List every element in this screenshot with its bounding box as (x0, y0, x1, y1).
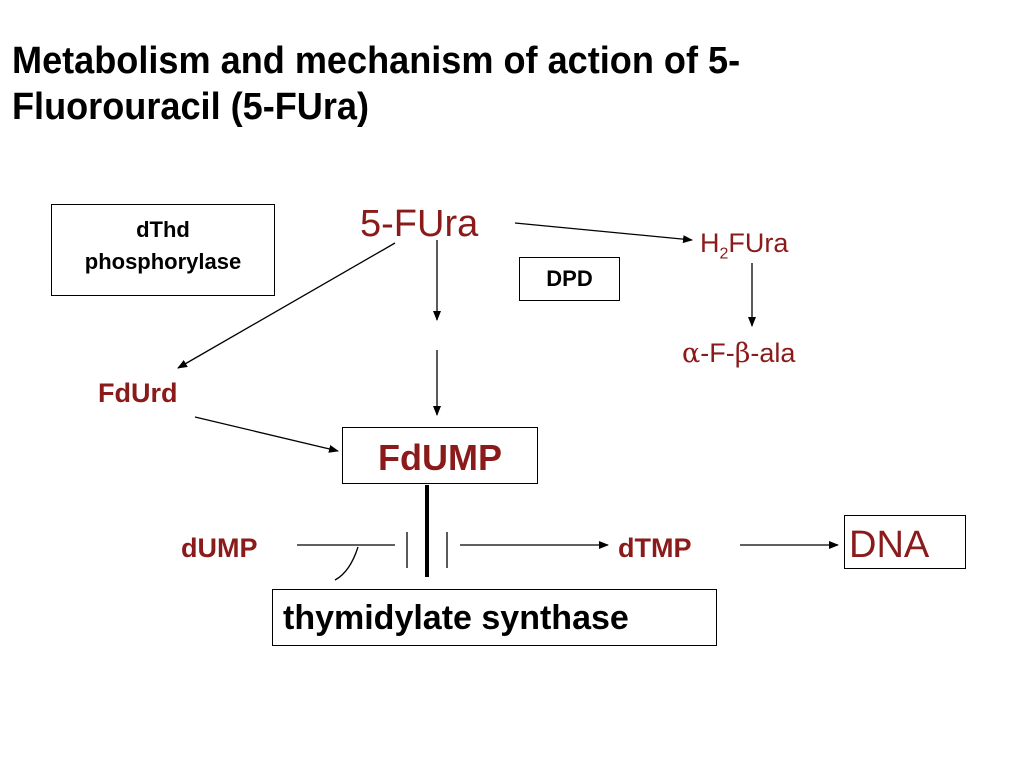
ala: -ala (750, 338, 796, 368)
arrow-fdurd-to-fdump (194, 416, 339, 453)
dna-label: DNA (849, 524, 930, 566)
dthd-label-line1: dThd (136, 217, 190, 242)
thymidylate-synthase-box: thymidylate synthase (272, 589, 717, 646)
dump-label: dUMP (181, 533, 258, 563)
dtmp-label: dTMP (618, 533, 692, 563)
h2fura-rest: FUra (728, 228, 789, 258)
fura-label: 5-FUra (360, 203, 479, 245)
f-dash: -F- (700, 338, 735, 368)
curve-dump-to-synthase (334, 546, 359, 581)
dthd-label-line2: phosphorylase (84, 249, 242, 274)
alpha-f-beta-ala-label: α-F-β-ala (682, 338, 796, 369)
dpd-label: DPD (546, 266, 593, 291)
dthd-phosphorylase-box: dThd phosphorylase (51, 204, 275, 296)
fdurd-label: FdUrd (98, 378, 178, 408)
h2fura-label: H2FUra (700, 230, 788, 262)
title-line-1: Metabolism and mechanism of action of 5- (12, 40, 741, 82)
fdump-label: FdUMP (378, 437, 502, 478)
fdump-box: FdUMP (342, 427, 538, 484)
thymidylate-synthase-label: thymidylate synthase (283, 599, 629, 637)
arrow-fura-to-fdurd (177, 242, 396, 369)
alpha-symbol: α (682, 338, 701, 369)
h2fura-subscript: 2 (719, 245, 729, 263)
arrow-fura-to-h2fura (514, 222, 693, 244)
dna-box: DNA (844, 515, 966, 569)
h2fura-h: H (700, 228, 720, 258)
page-title: Metabolism and mechanism of action of 5-… (12, 38, 962, 130)
beta-symbol: β (734, 338, 751, 369)
title-line-2: Fluorouracil (5-FUra) (12, 86, 370, 128)
dpd-box: DPD (519, 257, 620, 301)
